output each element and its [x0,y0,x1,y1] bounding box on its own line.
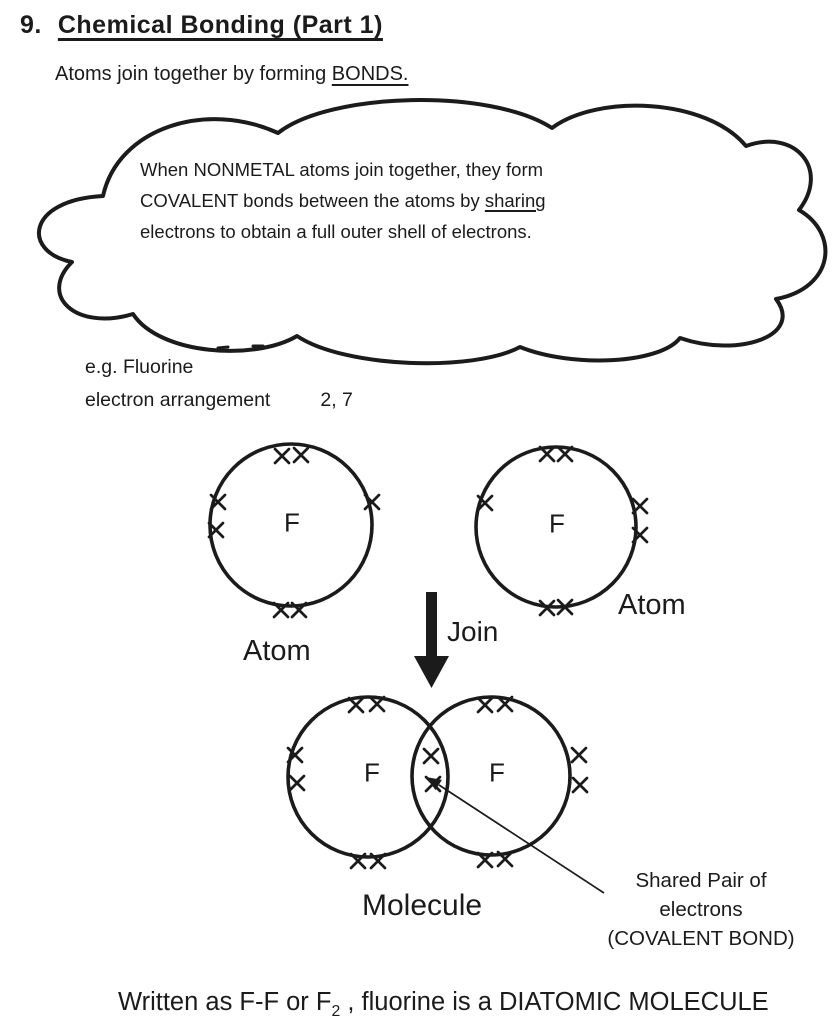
intro-sentence: Atoms join together by forming BONDS. [55,63,408,86]
electron-x-mark [631,497,649,515]
right-atom-caption: Atom [618,589,686,621]
example-element: e.g. Fluorine [85,356,194,378]
example-arrangement-row: electron arrangement 2, 7 [85,384,353,417]
annotation-line-3: (COVALENT BOND) [607,927,795,950]
electron-x-mark [347,696,365,714]
electron-x-mark [273,447,291,465]
molecule-left-electrons [286,695,387,870]
electron-x-mark [476,494,494,512]
intro-text: Atoms join together by forming [55,63,332,85]
section-number: 9. [20,11,42,39]
electron-x-mark [368,695,386,713]
cloud-line-1: When NONMETAL atoms join together, they … [140,159,544,180]
left-atom-caption: Atom [243,635,311,667]
electron-x-mark [556,598,574,616]
electron-x-mark [538,599,556,617]
electron-x-mark [290,601,308,619]
molecule-left-circle [286,695,450,859]
electron-x-mark [422,747,440,765]
closing-subscript: 2 [331,1003,341,1021]
cloud-callout-shape [36,98,828,366]
join-caption: Join [447,616,499,647]
electron-x-mark [631,526,649,544]
closing-sentence: Written as F-F or F2 , fluorine is a DIA… [118,988,769,1021]
electron-x-mark [538,445,556,463]
electron-x-mark [369,852,387,870]
right-atom-symbol: F [549,508,565,539]
electron-x-mark [496,850,514,868]
cloud-note: When NONMETAL atoms join together, they … [140,154,546,247]
molecule-caption: Molecule [362,889,483,922]
intro-underlined-word: BONDS. [331,63,409,85]
cloud-underlined-word: sharing [484,190,546,211]
electron-x-mark [571,776,589,794]
electron-x-mark [286,746,304,764]
shared-pair-electrons [422,747,442,793]
pointer-line [438,784,605,894]
electron-x-mark [288,774,306,792]
left-atom-symbol: F [284,507,300,538]
join-arrow [414,592,449,688]
right-atom-circle [474,445,638,609]
closing-text-pre: Written as F-F or F [118,988,332,1016]
electron-x-mark [476,696,494,714]
electron-x-mark [496,695,514,713]
left-atom-electrons [207,446,381,619]
electron-x-mark [476,851,494,869]
electron-x-mark [207,521,225,539]
cloud-line-3: electrons to obtain a full outer shell o… [140,221,532,242]
section-title: Chemical Bonding (Part 1) [57,11,383,39]
electron-x-mark [424,775,442,793]
electron-x-mark [209,493,227,511]
molecule-right-symbol: F [489,757,505,788]
arrangement-label: electron arrangement [85,389,271,411]
electron-x-mark [349,852,367,870]
electron-x-mark [556,445,574,463]
example-block: e.g. Fluorine electron arrangement 2, 7 [85,351,353,417]
shared-pair-annotation: Shared Pair of electrons (COVALENT BOND) [594,866,808,953]
electron-x-mark [570,746,588,764]
electron-x-mark [292,446,310,464]
electron-x-mark [363,493,381,511]
right-atom-electrons [476,445,649,617]
annotation-line-2: electrons [659,898,743,921]
electron-x-mark [272,601,290,619]
cloud-line-2-text: COVALENT bonds between the atoms by [140,190,485,211]
annotation-line-1: Shared Pair of [635,869,767,892]
molecule-left-symbol: F [364,757,380,788]
cloud-line-2: COVALENT bonds between the atoms by shar… [140,185,546,216]
page-title: 9. Chemical Bonding (Part 1) [20,11,383,40]
stray-mark-left [216,345,230,350]
arrangement-value: 2, 7 [320,389,353,411]
molecule-right-electrons [476,695,589,869]
closing-text-post: , fluorine is a DIATOMIC MOLECULE [340,988,769,1016]
